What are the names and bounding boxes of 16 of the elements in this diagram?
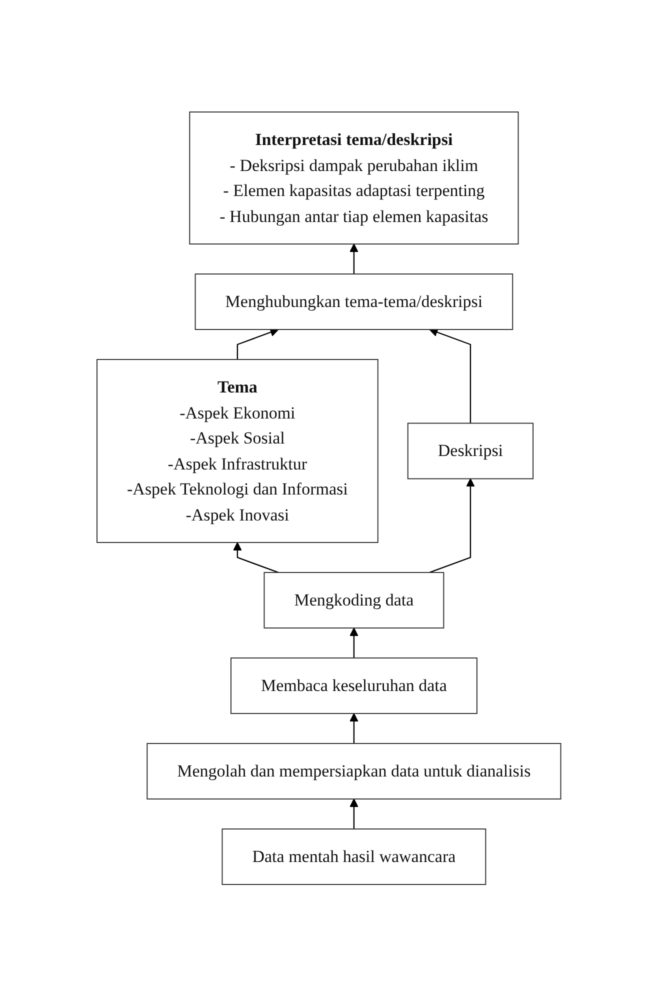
arrow: [349, 627, 358, 658]
node-box: Menghubungkan tema-tema/deskripsi: [194, 273, 513, 330]
node-box: Interpretasi tema/deskripsi - Deksripsi dampak perubahan iklim - Elemen kapasitas adaptasi terpenting - Hubungan antar tiap elemen kapasitas: [188, 111, 518, 244]
node-box: Membaca keseluruhan data: [230, 657, 478, 714]
arrow: [349, 712, 358, 744]
node-box: Tema -Aspek Ekonomi -Aspek Sosial -Aspek Infrastruktur -Aspek Teknologi dan Informasi -Aspek Inovasi: [96, 358, 378, 543]
arrow: [349, 243, 358, 274]
arrow: [429, 478, 474, 573]
node-box: Mengolah dan mempersiapkan data untuk dianalisis: [146, 742, 561, 800]
arrow: [349, 798, 358, 829]
node-box: Data mentah hasil wawancara: [221, 828, 486, 885]
node-box: Deskripsi: [407, 422, 534, 479]
arrow: [236, 328, 278, 360]
arrow: [428, 328, 471, 423]
node-box: Mengkoding data: [263, 572, 444, 628]
arrow: [232, 542, 278, 573]
